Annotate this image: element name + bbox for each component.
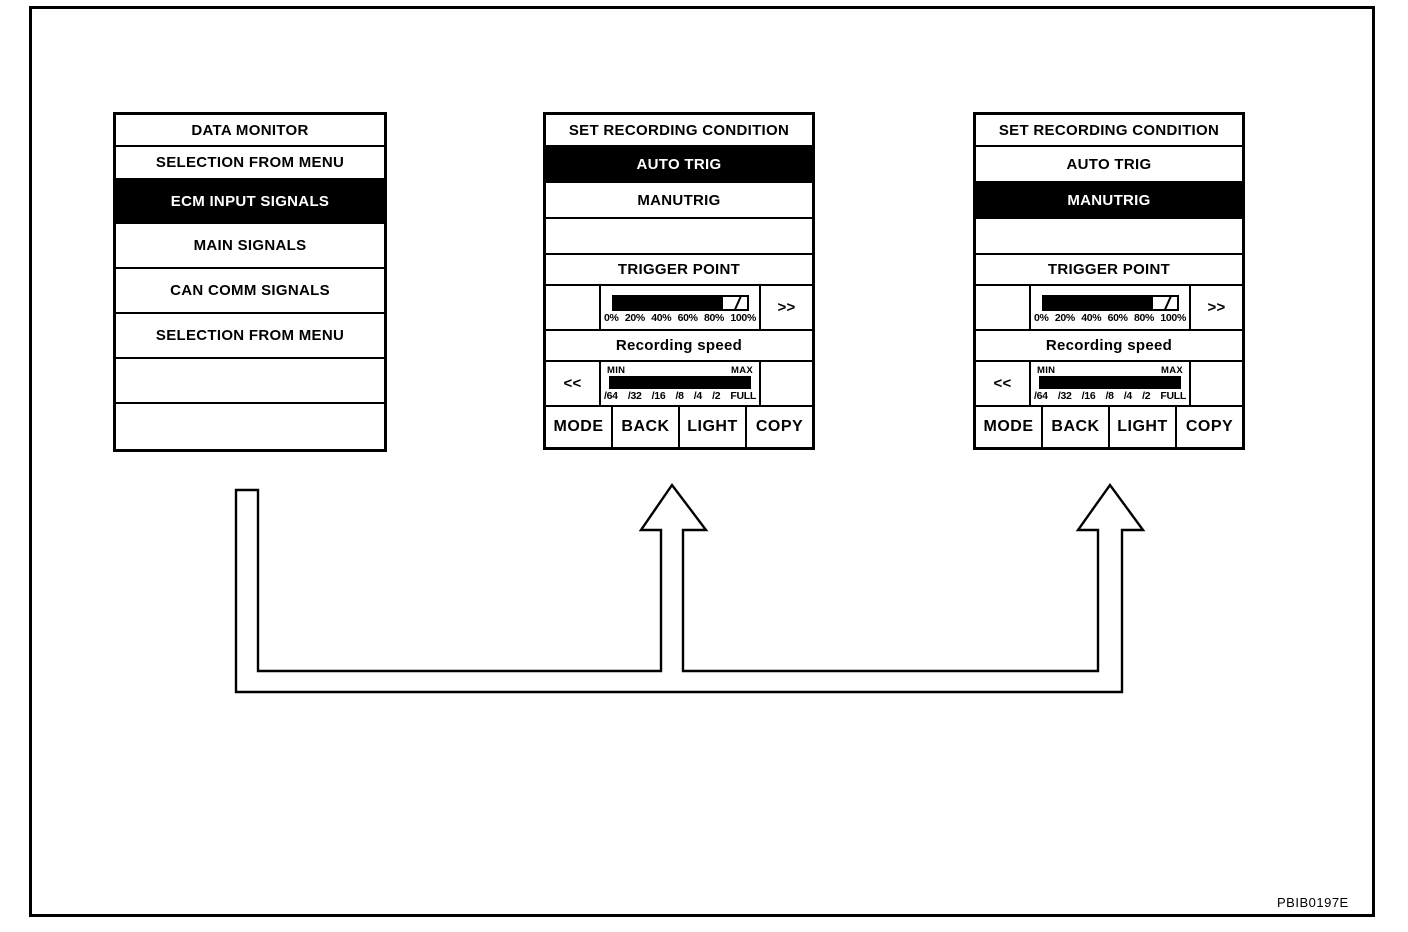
set-recording-condition-screen-auto: SET RECORDING CONDITION AUTO TRIG MANUTR… bbox=[543, 112, 815, 450]
speed-scale: /64 /32 /16 /8 /4 /2 FULL bbox=[604, 390, 756, 402]
scale-tick: /8 bbox=[1105, 390, 1114, 402]
scale-tick: 60% bbox=[1107, 312, 1128, 324]
trigger-left-cell bbox=[976, 286, 1029, 329]
scale-tick: 0% bbox=[604, 312, 619, 324]
option-auto-trig[interactable]: AUTO TRIG bbox=[976, 145, 1242, 181]
option-manu-trig[interactable]: MANUTRIG bbox=[546, 181, 812, 217]
trigger-point-label: TRIGGER POINT bbox=[976, 253, 1242, 284]
trigger-point-label: TRIGGER POINT bbox=[546, 253, 812, 284]
option-empty bbox=[546, 217, 812, 253]
figure-code: PBIB0197E bbox=[1277, 895, 1349, 910]
menu-item-main-signals[interactable]: MAIN SIGNALS bbox=[116, 222, 384, 267]
trigger-forward-button[interactable]: >> bbox=[1189, 286, 1242, 329]
trigger-forward-button[interactable]: >> bbox=[759, 286, 812, 329]
scale-tick: 100% bbox=[730, 312, 756, 324]
trigger-point-gauge-fill bbox=[613, 297, 723, 309]
speed-max-label: MAX bbox=[730, 365, 753, 376]
scale-tick: 40% bbox=[1081, 312, 1102, 324]
trigger-point-gauge-fill bbox=[1043, 297, 1153, 309]
speed-gauge bbox=[609, 376, 751, 389]
trigger-point-gauge bbox=[611, 295, 749, 311]
copy-button[interactable]: COPY bbox=[745, 407, 812, 447]
speed-gauge-cell: MIN MAX /64 /32 /16 /8 /4 /2 FULL bbox=[1029, 362, 1189, 405]
scale-tick: 40% bbox=[651, 312, 672, 324]
recording-speed-label: Recording speed bbox=[546, 329, 812, 360]
function-key-row: MODE BACK LIGHT COPY bbox=[546, 405, 812, 447]
set-recording-condition-screen-manu: SET RECORDING CONDITION AUTO TRIG MANUTR… bbox=[973, 112, 1245, 450]
mode-button[interactable]: MODE bbox=[983, 418, 1034, 435]
option-auto-trig-selected[interactable]: AUTO TRIG bbox=[546, 145, 812, 181]
speed-gauge bbox=[1039, 376, 1181, 389]
trigger-left-cell bbox=[546, 286, 599, 329]
trigger-point-gauge-notch bbox=[1162, 297, 1173, 309]
speed-back-button[interactable]: << bbox=[993, 375, 1012, 392]
speed-right-cell bbox=[759, 362, 812, 405]
menu-item-can-comm-signals[interactable]: CAN COMM SIGNALS bbox=[116, 267, 384, 312]
menu-item-selection-from-menu[interactable]: SELECTION FROM MENU bbox=[116, 145, 384, 178]
speed-gauge-fill bbox=[609, 376, 751, 389]
scale-tick: 20% bbox=[624, 312, 645, 324]
screen-title: SET RECORDING CONDITION bbox=[546, 115, 812, 145]
menu-item-ecm-input-signals-selected[interactable]: ECM INPUT SIGNALS bbox=[116, 178, 384, 222]
recording-speed-label: Recording speed bbox=[976, 329, 1242, 360]
scale-tick: /16 bbox=[1081, 390, 1096, 402]
trigger-point-row: 0% 20% 40% 60% 80% 100% >> bbox=[976, 284, 1242, 329]
speed-scale: /64 /32 /16 /8 /4 /2 FULL bbox=[1034, 390, 1186, 402]
light-button[interactable]: LIGHT bbox=[1108, 407, 1175, 447]
speed-back-button[interactable]: << bbox=[563, 375, 582, 392]
speed-right-cell bbox=[1189, 362, 1242, 405]
trigger-gauge-cell: 0% 20% 40% 60% 80% 100% bbox=[1029, 286, 1189, 329]
data-monitor-screen: DATA MONITOR SELECTION FROM MENU ECM INP… bbox=[113, 112, 387, 452]
mode-button[interactable]: MODE bbox=[553, 418, 604, 435]
recording-speed-row: << MIN MAX /64 /32 /16 /8 /4 /2 FULL bbox=[976, 360, 1242, 405]
scale-tick: 0% bbox=[1034, 312, 1049, 324]
scale-tick: 80% bbox=[1133, 312, 1155, 324]
scale-tick: 20% bbox=[1054, 312, 1075, 324]
scale-tick: /32 bbox=[627, 390, 642, 402]
flow-connector-up-arrows bbox=[234, 482, 1146, 694]
scale-tick: /4 bbox=[1123, 390, 1132, 402]
scale-tick: /2 bbox=[1142, 390, 1151, 402]
back-button[interactable]: BACK bbox=[611, 407, 678, 447]
scale-tick: /2 bbox=[712, 390, 721, 402]
speed-min-label: MIN bbox=[1037, 365, 1056, 376]
scale-tick: 100% bbox=[1160, 312, 1186, 324]
trigger-scale: 0% 20% 40% 60% 80% 100% bbox=[1034, 312, 1186, 324]
scale-tick: 60% bbox=[677, 312, 698, 324]
trigger-point-gauge bbox=[1041, 295, 1179, 311]
screen-title: SET RECORDING CONDITION bbox=[976, 115, 1242, 145]
trigger-point-row: 0% 20% 40% 60% 80% 100% >> bbox=[546, 284, 812, 329]
scale-tick: /64 bbox=[604, 390, 618, 402]
scale-tick: FULL bbox=[730, 390, 756, 402]
function-key-row: MODE BACK LIGHT COPY bbox=[976, 405, 1242, 447]
scale-tick: 80% bbox=[703, 312, 725, 324]
scale-tick: /64 bbox=[1034, 390, 1048, 402]
screen-title: DATA MONITOR bbox=[116, 115, 384, 145]
menu-item-empty bbox=[116, 357, 384, 402]
recording-speed-row: << MIN MAX /64 /32 /16 /8 /4 /2 FULL bbox=[546, 360, 812, 405]
speed-min-label: MIN bbox=[607, 365, 626, 376]
menu-item-empty bbox=[116, 402, 384, 449]
menu-item-selection-from-menu-2[interactable]: SELECTION FROM MENU bbox=[116, 312, 384, 357]
scale-tick: /8 bbox=[675, 390, 684, 402]
speed-max-label: MAX bbox=[1160, 365, 1183, 376]
scale-tick: FULL bbox=[1160, 390, 1186, 402]
scale-tick: /4 bbox=[693, 390, 702, 402]
trigger-point-gauge-notch bbox=[732, 297, 743, 309]
scale-tick: /32 bbox=[1057, 390, 1072, 402]
option-manu-trig-selected[interactable]: MANUTRIG bbox=[976, 181, 1242, 217]
option-empty bbox=[976, 217, 1242, 253]
speed-gauge-fill bbox=[1039, 376, 1181, 389]
back-button[interactable]: BACK bbox=[1041, 407, 1108, 447]
copy-button[interactable]: COPY bbox=[1175, 407, 1242, 447]
trigger-scale: 0% 20% 40% 60% 80% 100% bbox=[604, 312, 756, 324]
trigger-gauge-cell: 0% 20% 40% 60% 80% 100% bbox=[599, 286, 759, 329]
speed-gauge-cell: MIN MAX /64 /32 /16 /8 /4 /2 FULL bbox=[599, 362, 759, 405]
scale-tick: /16 bbox=[651, 390, 666, 402]
light-button[interactable]: LIGHT bbox=[678, 407, 745, 447]
